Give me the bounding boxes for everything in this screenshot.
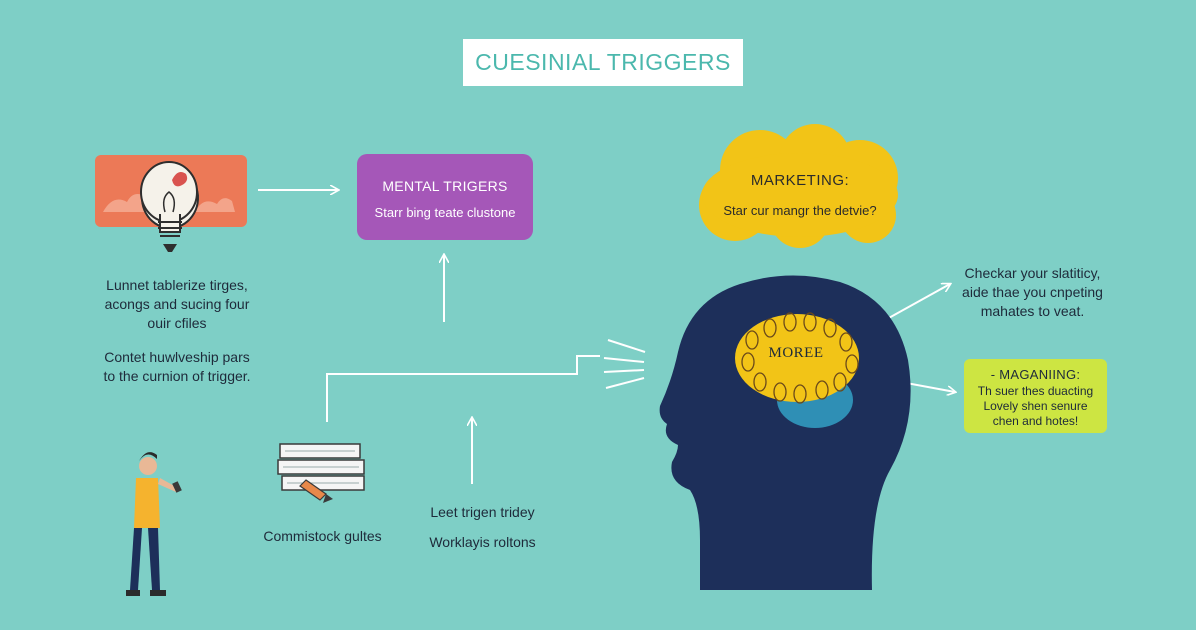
marketing-subtitle: Star cur mangr the detvie? (700, 203, 900, 218)
left-text-block-2: Contet huwlveship pars to the curnion of… (92, 348, 262, 386)
marketing-cloud-label: MARKETING: Star cur mangr the detvie? (700, 172, 900, 218)
magazine-box: - MAGANIING: Th suer thes duacting Lovel… (964, 359, 1107, 433)
left-text-1-line: ouir cfiles (92, 314, 262, 333)
mental-triggers-box: MENTAL TRIGERS Starr bing teate clustone (357, 154, 533, 240)
right-text-line: Checkar your slatiticy, (945, 264, 1120, 283)
trigger-text-line: Leet trigen tridey (415, 497, 550, 527)
left-text-1-line: Lunnet tablerize tirges, (92, 276, 262, 295)
left-text-1-line: acongs and sucing four (92, 295, 262, 314)
marketing-title: MARKETING: (700, 172, 900, 189)
light-bulb-icon (103, 162, 235, 252)
burst-lines (604, 340, 645, 388)
books-icon (278, 444, 364, 490)
books-label: Commistock gultes (255, 527, 390, 546)
mental-triggers-subtitle: Starr bing teate clustone (357, 205, 533, 220)
magazine-line: chen and hotes! (964, 414, 1107, 429)
connector-line (327, 356, 600, 422)
magazine-line: Th suer thes duacting (964, 384, 1107, 399)
person-figure (126, 452, 182, 596)
brain-label: MOREE (756, 345, 836, 362)
trigger-text-line: Worklayis roltons (415, 527, 550, 557)
magazine-title: - MAGANIING: (964, 367, 1107, 382)
right-text-block: Checkar your slatiticy, aide thae you cn… (945, 264, 1120, 321)
left-text-block-1: Lunnet tablerize tirges, acongs and suci… (92, 276, 262, 333)
trigger-text-block: Leet trigen tridey Worklayis roltons (415, 497, 550, 557)
left-text-2-line: Contet huwlveship pars (92, 348, 262, 367)
right-text-line: aide thae you cnpeting (945, 283, 1120, 302)
left-text-2-line: to the curnion of trigger. (92, 367, 262, 386)
right-text-line: mahates to veat. (945, 302, 1120, 321)
mental-triggers-title: MENTAL TRIGERS (357, 178, 533, 194)
magazine-line: Lovely shen senure (964, 399, 1107, 414)
